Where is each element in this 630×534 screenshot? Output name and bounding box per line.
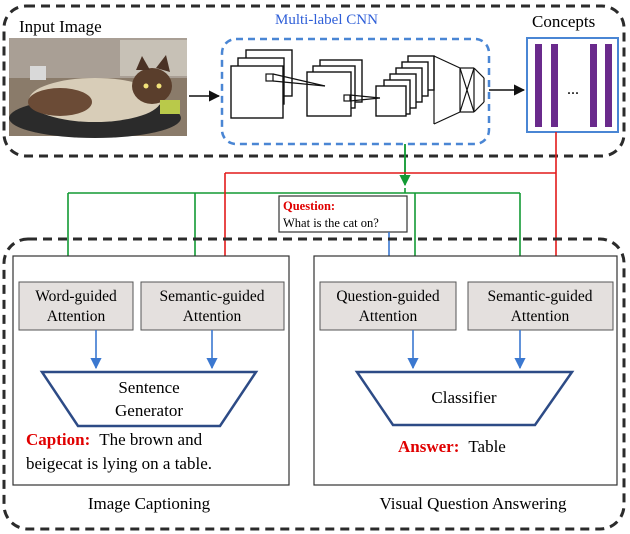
word-attention-line1: Word-guided [35,288,117,305]
cnn-layers [230,49,435,119]
answer-title: Answer: [398,437,459,456]
concept-bars [535,44,612,127]
sentence-generator-shape [39,370,259,428]
answer-line: Answer: Table [398,437,506,456]
caption-title: Caption: [26,430,90,449]
bottom-panel [2,237,626,531]
sentence-generator-line1: Sentence [118,378,179,397]
concepts-box [526,37,619,133]
question-attention-box [319,281,457,331]
vqa-semantic-attention-line2: Attention [511,308,570,325]
input-image-label: Input Image [19,17,102,36]
sentence-generator-line2: Generator [115,401,183,420]
question-title: Question: [283,199,335,213]
captioning-label: Image Captioning [88,494,211,513]
input-image [9,38,187,138]
cnn-connections [265,55,485,125]
word-attention-box [18,281,134,331]
top-panel [2,4,626,158]
word-attention-line2: Attention [47,308,106,325]
caption-text-2: beigecat is lying on a table. [26,454,212,473]
classifier-label: Classifier [431,388,496,407]
question-attention-line2: Attention [359,308,418,325]
concepts-label: Concepts [532,12,595,31]
vqa-label: Visual Question Answering [380,494,567,513]
cap-semantic-attention-line1: Semantic-guided [159,288,264,305]
cap-semantic-attention-line2: Attention [183,308,242,325]
vqa-semantic-attention-line1: Semantic-guided [487,288,592,305]
caption-line1: Caption: The brown and [26,430,203,449]
concepts-ellipsis: ... [567,81,579,98]
question-box [278,195,408,233]
question-attention-line1: Question-guided [336,288,440,305]
classifier-shape [354,370,575,427]
vqa-semantic-attention-box [467,281,614,331]
question-text: What is the cat on? [283,216,379,230]
answer-text: Table [468,437,506,456]
caption-text-1: The brown and [99,430,202,449]
cnn-label: Multi-label CNN [275,12,378,28]
